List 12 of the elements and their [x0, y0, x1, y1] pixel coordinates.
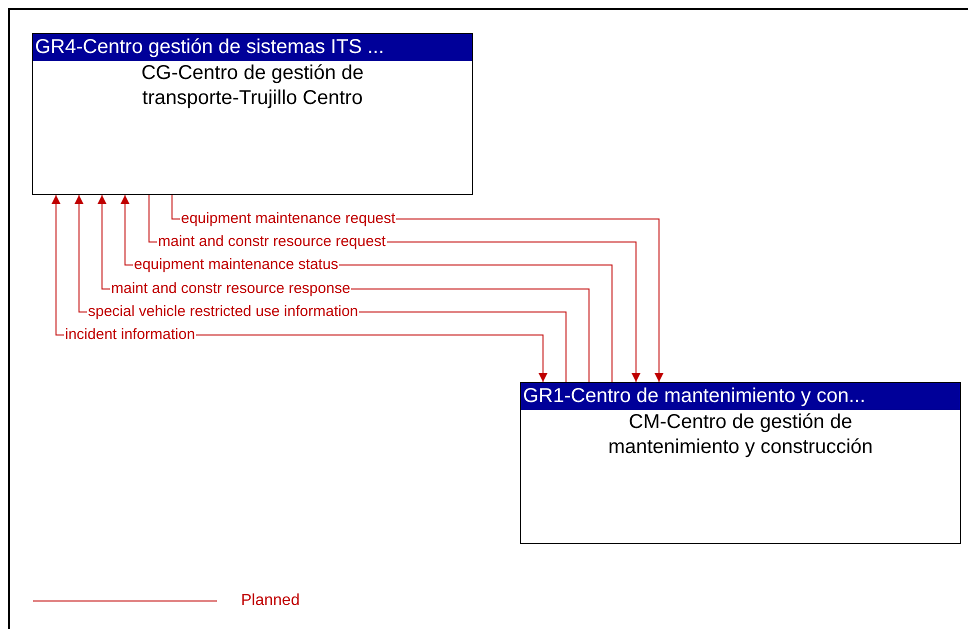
edge-label: maint and constr resource response [110, 280, 352, 297]
edge-label: maint and constr resource request [157, 233, 387, 250]
system-box [520, 382, 961, 544]
edge-label: equipment maintenance status [133, 256, 340, 273]
box-heading: GR4-Centro gestión de sistemas ITS ... [33, 34, 472, 61]
edge-label: equipment maintenance request [180, 210, 396, 227]
box-heading: GR1-Centro de mantenimiento y con... [521, 383, 960, 410]
edge-label: special vehicle restricted use information [87, 303, 360, 320]
box-title: CG-Centro de gestión de transporte-Trujillo Centro [140, 61, 365, 111]
legend-label: Planned [241, 592, 300, 610]
box-title: CM-Centro de gestión de mantenimiento y construcción [607, 410, 874, 460]
system-box [32, 33, 473, 195]
